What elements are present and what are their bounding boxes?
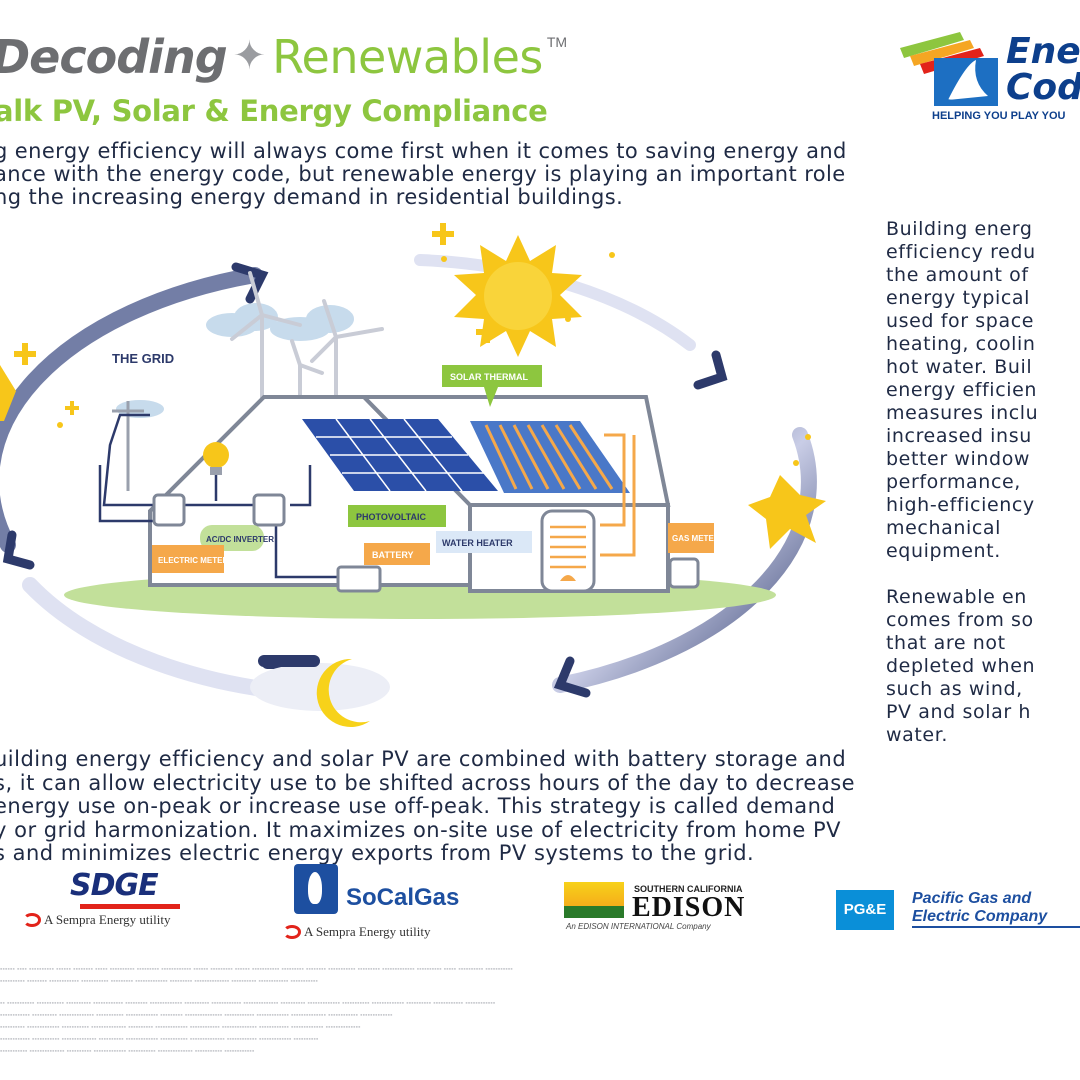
sempra-tagline-1: A Sempra Energy utility — [20, 912, 171, 928]
label-inverter: AC/DC INVERTER — [200, 525, 274, 551]
label-solar-thermal-text: SOLAR THERMAL — [450, 372, 528, 382]
renewables-diagram: THE GRID — [0, 223, 826, 727]
label-battery: BATTERY — [364, 543, 430, 565]
trademark-mark: TM — [546, 34, 568, 50]
water-heater-tank — [540, 509, 596, 593]
intro-paragraph: g energy efficiency will always come fir… — [0, 139, 847, 209]
fine-print-line: ▪▪▪▪▪▪ ▪▪▪▪ ▪▪▪▪▪▪▪▪▪▪ ▪▪▪▪▪▪ ▪▪▪▪▪▪▪▪ ▪… — [0, 966, 513, 973]
flame-icon — [294, 864, 338, 914]
title-renewables: Renewables — [272, 30, 543, 84]
edison-region: SOUTHERN CALIFORNIA — [634, 884, 743, 894]
inverter-icon — [252, 493, 286, 527]
label-photovoltaic: PHOTOVOLTAIC — [348, 505, 446, 527]
brand-name: Ener Code — [1006, 34, 1080, 106]
fine-print-line: ▪▪▪▪▪▪▪▪▪▪ ▪▪▪▪▪▪▪▪ ▪▪▪▪▪▪▪▪▪▪▪▪ ▪▪▪▪▪▪▪… — [0, 978, 319, 985]
pge-logo: PG&E Pacific Gas and Electric Company — [836, 886, 1080, 936]
electric-meter-icon — [152, 493, 186, 527]
energy-code-logo: Ener Code HELPING YOU PLAY YOU — [898, 26, 1080, 126]
sempra-tagline-2: A Sempra Energy utility — [280, 924, 431, 940]
sempra-swoosh-icon — [283, 925, 301, 939]
pge-wordmark: Pacific Gas and Electric Company — [912, 890, 1048, 925]
demand-flexibility-paragraph: uilding energy efficiency and solar PV a… — [0, 747, 856, 865]
label-photovoltaic-text: PHOTOVOLTAIC — [356, 512, 427, 522]
label-battery-text: BATTERY — [372, 550, 414, 560]
star-icon: ✦ — [232, 34, 267, 78]
fine-print-line: ▪▪▪▪▪▪▪▪▪▪▪▪ ▪▪▪▪▪▪▪▪▪▪ ▪▪▪▪▪▪▪▪▪▪▪▪▪▪ ▪… — [0, 1012, 393, 1019]
sdge-logo: SDGE A Sempra Energy utility — [20, 868, 240, 938]
sempra-tagline-text-2: A Sempra Energy utility — [304, 924, 431, 939]
solar-thermal-panel — [470, 421, 630, 493]
fine-print-line: ▪▪▪▪▪▪▪▪▪▪▪▪ ▪▪▪▪▪▪▪▪▪▪▪ ▪▪▪▪▪▪▪▪▪▪▪▪▪▪ … — [0, 1036, 319, 1043]
page-subtitle: alk PV, Solar & Energy Compliance — [0, 94, 548, 128]
sdge-bar — [80, 904, 180, 909]
logo-stripes-icon — [900, 32, 998, 106]
brand-name-line2: Code — [1006, 67, 1080, 108]
pge-mark: PG&E — [836, 890, 894, 930]
sun-partial-icon — [748, 475, 826, 549]
fine-print-line: ▪▪ ▪▪▪▪▪▪▪▪▪▪▪ ▪▪▪▪▪▪▪▪▪▪▪ ▪▪▪▪▪▪▪▪▪▪ ▪▪… — [0, 1000, 496, 1007]
label-water-heater: WATER HEATER — [436, 531, 532, 553]
fine-print-line: ▪▪▪▪▪▪▪▪▪▪ ▪▪▪▪▪▪▪▪▪▪▪▪▪ ▪▪▪▪▪▪▪▪▪▪▪ ▪▪▪… — [0, 1024, 361, 1031]
label-electric-meter: ELECTRIC METER — [152, 545, 228, 573]
socalgas-wordmark: SoCalGas — [346, 884, 460, 911]
sdge-wordmark: SDGE — [70, 868, 159, 903]
arrow-head-icon — [693, 350, 728, 390]
sun-left-partial-icon — [0, 365, 16, 421]
label-the-grid: THE GRID — [112, 351, 174, 366]
edison-subtitle: An EDISON INTERNATIONAL Company — [566, 922, 711, 931]
label-solar-thermal: SOLAR THERMAL — [442, 365, 542, 407]
label-water-heater-text: WATER HEATER — [442, 538, 513, 548]
arrow-head-icon — [2, 530, 35, 570]
sparkle-icons — [14, 223, 811, 466]
wiring-lines — [98, 413, 340, 579]
label-inverter-text: AC/DC INVERTER — [206, 535, 274, 544]
light-bulb-icon — [203, 442, 229, 501]
pv-panel-array — [302, 418, 498, 492]
moon-icon — [250, 655, 390, 727]
sempra-tagline-text-1: A Sempra Energy utility — [44, 912, 171, 927]
arrow-head-icon — [553, 656, 591, 698]
edison-sun-icon — [564, 882, 624, 918]
socalgas-logo: SoCalGas A Sempra Energy utility — [280, 862, 510, 947]
fine-print-line: ▪▪▪▪▪▪▪▪▪▪▪ ▪▪▪▪▪▪▪▪▪▪▪▪▪▪ ▪▪▪▪▪▪▪▪▪▪ ▪▪… — [0, 1048, 255, 1055]
label-gas-meter-text: GAS METER — [672, 534, 720, 543]
brand-name-line1: Ener — [1006, 31, 1080, 72]
brand-tagline: HELPING YOU PLAY YOU — [932, 110, 1066, 122]
gas-meter-icon — [668, 557, 700, 589]
title-decoding: Decoding — [0, 30, 228, 84]
label-gas-meter: GAS METER — [668, 523, 720, 553]
pge-rule — [912, 926, 1080, 928]
sempra-swoosh-icon — [23, 913, 41, 927]
hot-water-pipes — [600, 433, 636, 557]
renewable-paragraph: Renewable en comes from so that are not … — [886, 586, 1036, 746]
label-electric-meter-text: ELECTRIC METER — [158, 556, 228, 565]
edison-wordmark: EDISON — [632, 892, 746, 923]
edison-logo: SOUTHERN CALIFORNIA EDISON An EDISON INT… — [562, 880, 792, 940]
battery-icon — [336, 565, 382, 593]
efficiency-paragraph: Building energ efficiency redu the amoun… — [886, 218, 1039, 562]
sun-icon — [454, 235, 582, 357]
